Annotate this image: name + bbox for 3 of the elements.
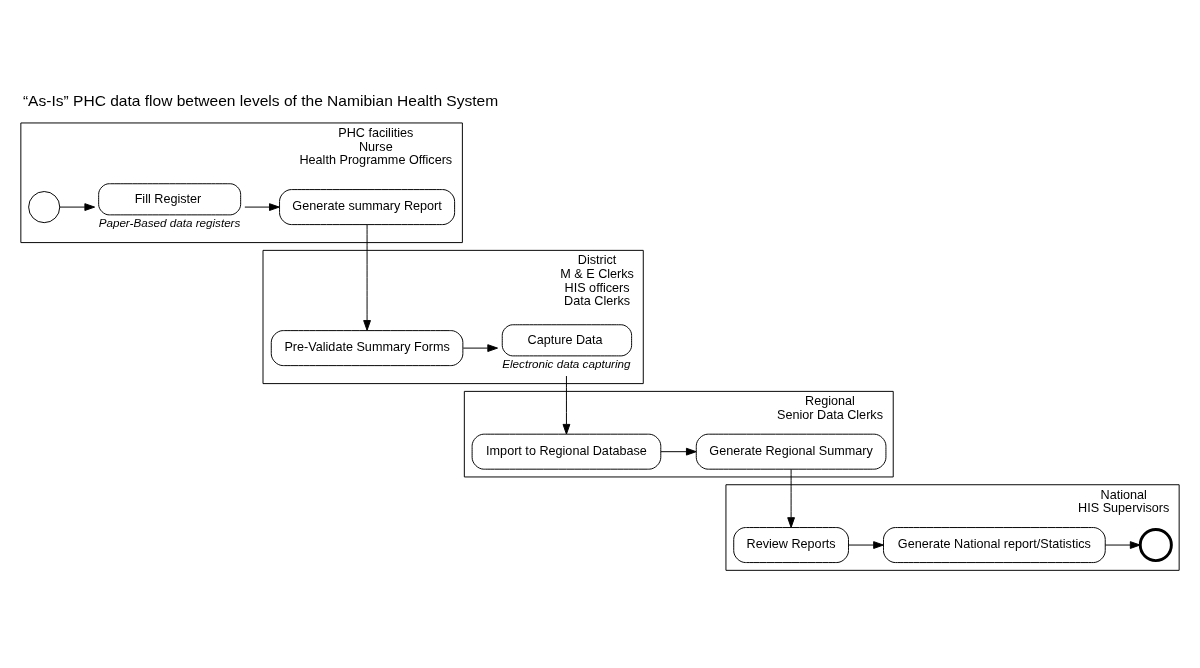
node-label: Electronic data capturing (502, 357, 631, 371)
node-label: Paper-Based data registers (98, 216, 241, 230)
diagram-title: “As-Is” PHC data flow between levels of the Namibian Health System (22, 92, 499, 110)
